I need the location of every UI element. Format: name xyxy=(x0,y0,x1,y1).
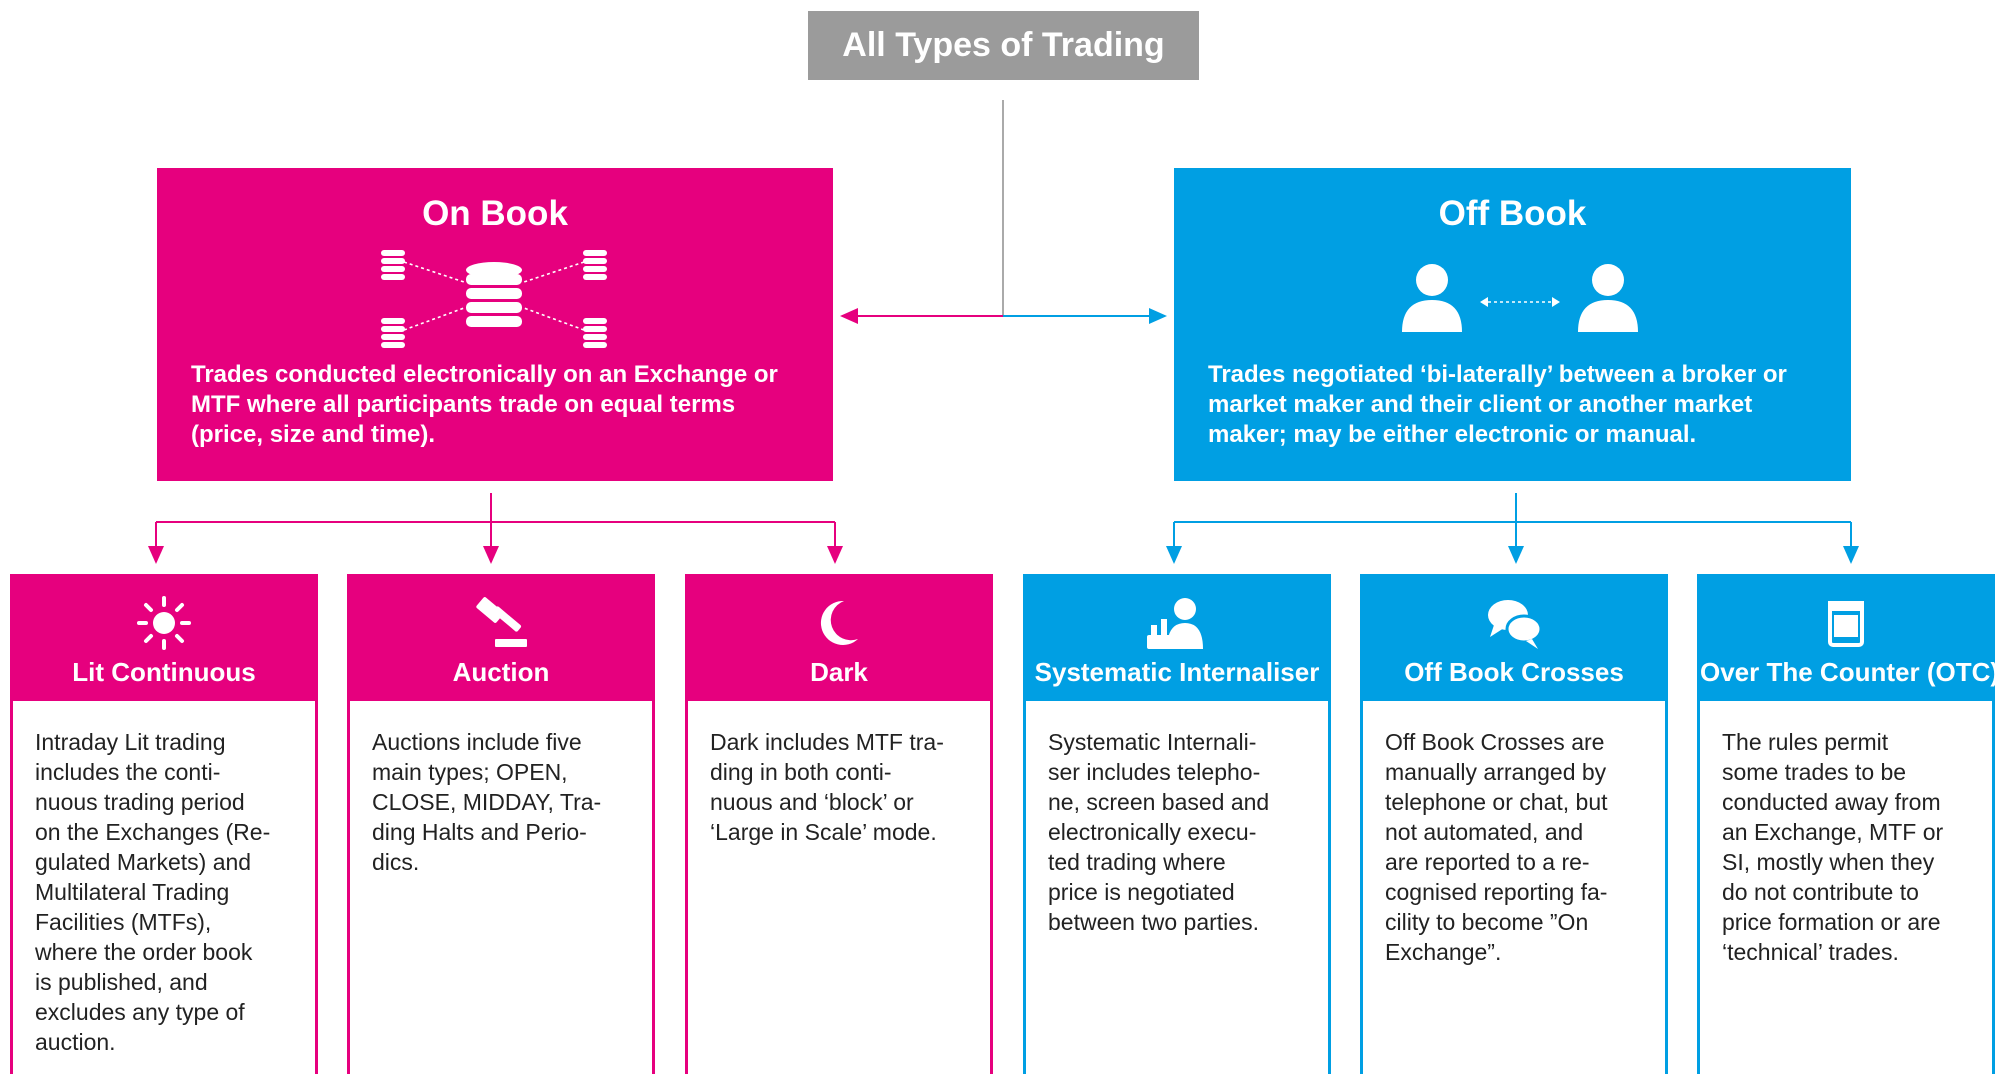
dark-node: Dark Dark includes MTF tra- ding in both… xyxy=(685,574,993,1074)
lit-continuous-text: Intraday Lit trading includes the conti-… xyxy=(35,729,271,1055)
off-book-crosses-text: Off Book Crosses are manually arranged b… xyxy=(1385,729,1608,965)
broker-icon xyxy=(1147,598,1203,649)
on-book-node: On Book xyxy=(157,168,833,481)
otc-text: The rules permit some trades to be condu… xyxy=(1722,729,1944,965)
off-book-crosses-title: Off Book Crosses xyxy=(1404,657,1624,687)
root-node: All Types of Trading xyxy=(808,11,1199,80)
off-book-node: Off Book Trades negotiated ‘bi-laterally… xyxy=(1174,168,1851,481)
off-book-title: Off Book xyxy=(1438,194,1587,233)
otc-node: Over The Counter (OTC) The rules permit … xyxy=(1697,574,1995,1074)
auction-text: Auctions include five main types; OPEN, … xyxy=(372,729,602,875)
systematic-internaliser-node: Systematic Internaliser Systematic Inter… xyxy=(1023,574,1331,1074)
counter-icon xyxy=(1828,601,1864,647)
sun-icon xyxy=(137,596,191,650)
root-label: All Types of Trading xyxy=(842,26,1165,64)
otc-title: Over The Counter (OTC) xyxy=(1700,657,1995,687)
auction-node: Auction Auctions include five main types… xyxy=(347,574,655,1074)
on-book-title: On Book xyxy=(422,194,568,233)
on-book-description: Trades conducted electronically on an Ex… xyxy=(191,361,778,448)
database-network-icon xyxy=(381,250,607,348)
dark-title: Dark xyxy=(810,657,868,687)
off-book-description: Trades negotiated ‘bi-laterally’ between… xyxy=(1208,361,1787,448)
dark-text: Dark includes MTF tra- ding in both cont… xyxy=(710,729,944,845)
systematic-internaliser-text: Systematic Internali- ser includes telep… xyxy=(1048,729,1270,935)
two-people-icon xyxy=(1402,264,1638,332)
lit-continuous-title: Lit Continuous xyxy=(72,657,256,687)
auction-title: Auction xyxy=(452,657,550,687)
chat-bubbles-icon xyxy=(1488,600,1543,649)
lit-continuous-node: Lit Continuous Intraday Lit trading incl… xyxy=(10,574,318,1074)
gavel-icon xyxy=(476,597,527,647)
moon-icon xyxy=(820,600,858,645)
systematic-internaliser-title: Systematic Internaliser xyxy=(1034,657,1320,687)
off-book-crosses-node: Off Book Crosses Off Book Crosses are ma… xyxy=(1360,574,1668,1074)
